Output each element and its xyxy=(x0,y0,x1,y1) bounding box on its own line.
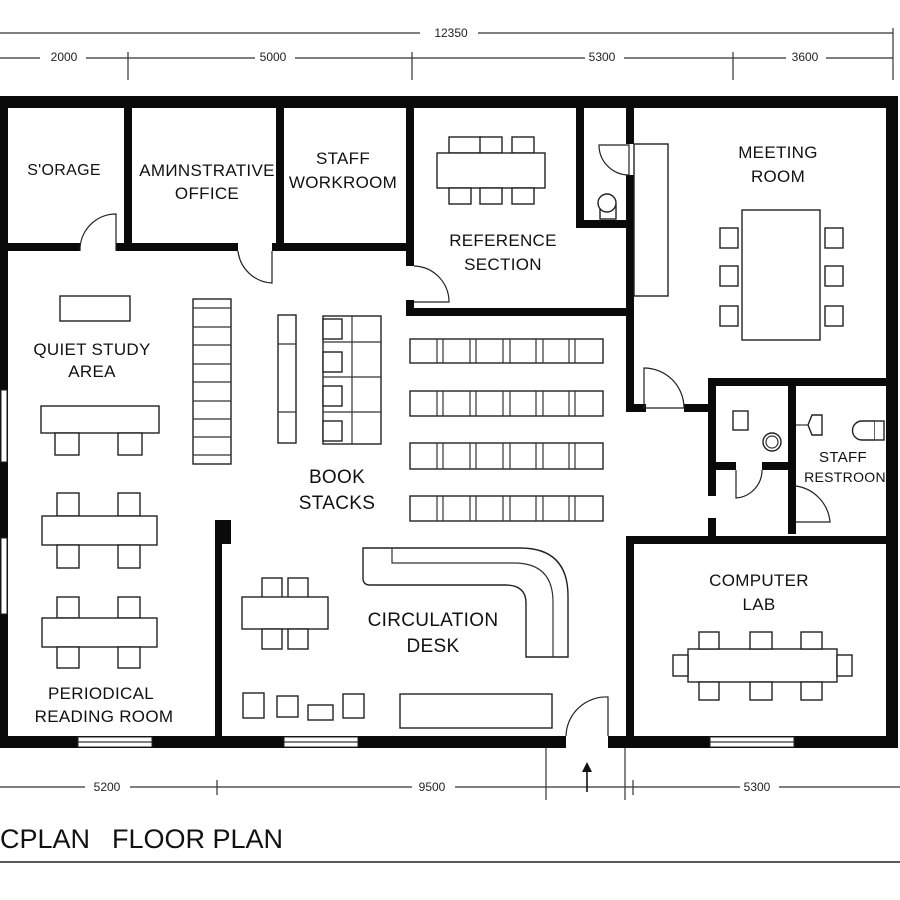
periodical-racks xyxy=(242,692,553,729)
dimension-overall: 12350 xyxy=(0,26,894,80)
meeting-table xyxy=(719,209,844,341)
periodical-table xyxy=(241,577,329,650)
label-reference-1: REFERENCE xyxy=(449,231,557,250)
closet-fixtures xyxy=(597,143,669,297)
label-admin-office-2: OFFICE xyxy=(175,184,239,203)
dim-top-2: 5000 xyxy=(260,50,287,64)
page-title: FLOOR PLAN xyxy=(112,824,283,854)
dimension-top-segments: 2000 5000 5300 3600 xyxy=(0,50,893,80)
shelf-rows xyxy=(409,338,604,522)
reference-door xyxy=(413,265,450,303)
label-staff-restroom-1: STAFF xyxy=(819,449,867,466)
label-admin-office-1: AMИNSTRATIVE xyxy=(139,161,274,180)
carrels xyxy=(322,315,382,445)
display-stand xyxy=(277,314,297,444)
main-entrance-door xyxy=(565,696,609,737)
label-quiet-study-2: AREA xyxy=(68,362,116,381)
label-computer-lab-2: LAB xyxy=(742,595,775,614)
restroom-inner-door xyxy=(735,469,763,499)
book-shelf-vertical xyxy=(192,298,232,465)
circulation-desk-counter xyxy=(362,547,569,658)
admin-door xyxy=(237,250,273,284)
label-staff-restroom-2: RESTROON xyxy=(804,469,886,485)
closet-door xyxy=(598,144,630,176)
label-staff-workroom-2: WORKROOM xyxy=(289,173,397,192)
interior-walls xyxy=(0,96,898,746)
dim-bottom-2: 9500 xyxy=(419,780,446,794)
storage-door xyxy=(79,213,117,252)
label-periodical-1: PERIODICAL xyxy=(48,684,154,703)
label-staff-workroom-1: STAFF xyxy=(316,149,370,168)
windows xyxy=(0,389,795,748)
dim-bottom-3: 5300 xyxy=(744,780,771,794)
label-book-stacks-1: BOOK xyxy=(309,467,365,488)
label-circulation-1: CIRCULATION xyxy=(368,610,499,631)
label-meeting-1: MEETING xyxy=(738,143,818,162)
restroom-fixtures xyxy=(732,410,885,452)
dim-top-4: 3600 xyxy=(792,50,819,64)
reference-table xyxy=(436,136,546,205)
title-prefix: CPLAN xyxy=(0,824,90,854)
dim-bottom-1: 5200 xyxy=(94,780,121,794)
label-storage: S'ORAGE xyxy=(27,162,101,179)
label-reference-2: SECTION xyxy=(464,255,542,274)
label-periodical-2: READING ROOM xyxy=(35,707,174,726)
label-quiet-study-1: QUIET STUDY xyxy=(33,340,150,359)
label-computer-lab-1: COMPUTER xyxy=(709,571,809,590)
computer-lab-table xyxy=(672,631,853,701)
quiet-study-furniture xyxy=(40,295,160,669)
label-meeting-2: ROOM xyxy=(751,167,805,186)
label-book-stacks-2: STACKS xyxy=(299,493,375,514)
arrow-up-icon xyxy=(582,762,592,792)
dimension-bottom-segments: 5200 9500 5300 xyxy=(0,748,900,800)
dim-top-1: 2000 xyxy=(51,50,78,64)
label-circulation-2: DESK xyxy=(407,636,460,657)
meeting-door xyxy=(643,367,685,409)
doors xyxy=(79,144,831,737)
dim-overall-label: 12350 xyxy=(434,26,468,40)
dim-top-3: 5300 xyxy=(589,50,616,64)
restroom-door xyxy=(795,485,831,523)
